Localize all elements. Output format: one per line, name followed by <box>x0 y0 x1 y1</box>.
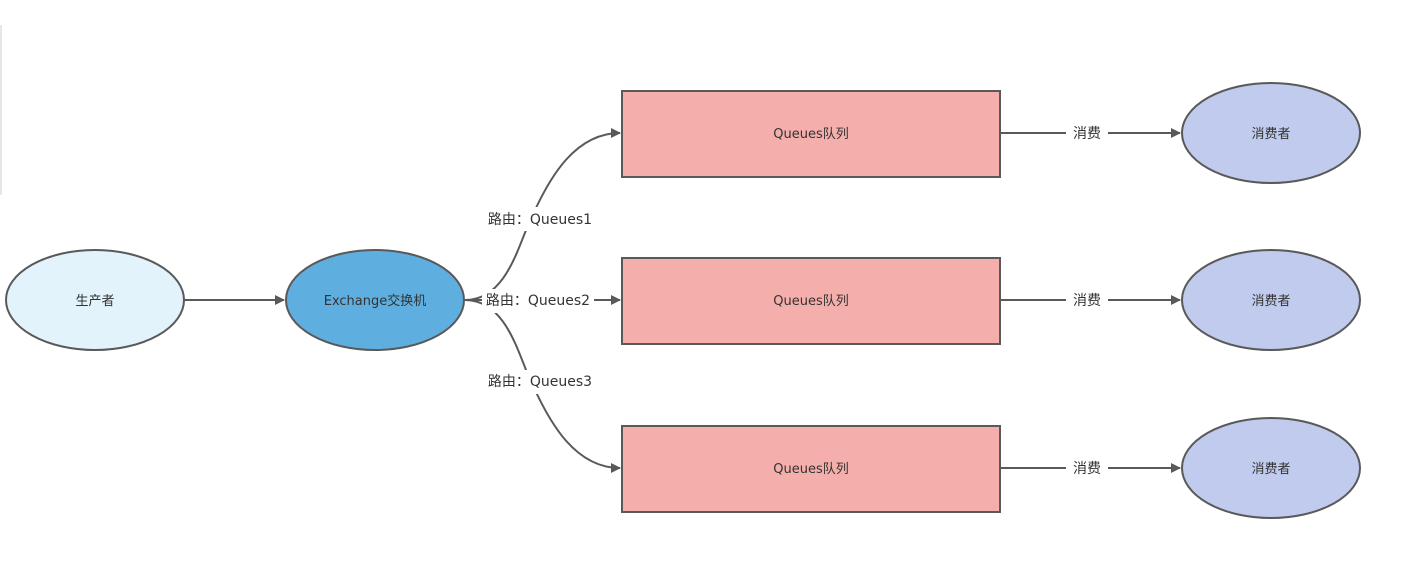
route-label-2: 路由：Queues2 <box>486 293 590 309</box>
consume-label-bg-3 <box>1066 457 1108 479</box>
route-label-bg-1 <box>484 207 596 231</box>
queue-shape-2 <box>621 257 1001 345</box>
consumer-node-1[interactable]: 消费者 <box>1181 82 1361 184</box>
route-label-3: 路由：Queues3 <box>488 374 592 390</box>
queue-shape-3 <box>621 425 1001 513</box>
queue-shape-1 <box>621 90 1001 178</box>
consume-label-1: 消费 <box>1073 126 1101 142</box>
consumer-label-3: 消费者 <box>1251 462 1290 477</box>
consume-label-bg-1 <box>1066 122 1108 144</box>
consume-label-3: 消费 <box>1073 461 1101 477</box>
producer-shape <box>5 249 185 351</box>
queue-node-3[interactable]: Queues队列 <box>621 425 1001 513</box>
consumer-shape-3 <box>1181 417 1361 519</box>
consumer-shape-1 <box>1181 82 1361 184</box>
consume-label-2: 消费 <box>1073 293 1101 309</box>
consumer-node-3[interactable]: 消费者 <box>1181 417 1361 519</box>
queue-node-1[interactable]: Queues队列 <box>621 90 1001 178</box>
exchange-node[interactable]: Exchange交换机 <box>285 249 465 351</box>
consumer-label-1: 消费者 <box>1251 127 1290 142</box>
queue-label-1: Queues队列 <box>773 127 848 142</box>
queue-node-2[interactable]: Queues队列 <box>621 257 1001 345</box>
consumer-node-2[interactable]: 消费者 <box>1181 249 1361 351</box>
consumer-shape-2 <box>1181 249 1361 351</box>
consumer-label-2: 消费者 <box>1251 294 1290 309</box>
queue-label-2: Queues队列 <box>773 294 848 309</box>
consume-label-bg-2 <box>1066 289 1108 311</box>
queue-label-3: Queues队列 <box>773 462 848 477</box>
exchange-shape <box>285 249 465 351</box>
route-label-1: 路由：Queues1 <box>488 212 592 228</box>
producer-node[interactable]: 生产者 <box>5 249 185 351</box>
route-label-bg-2 <box>482 289 594 313</box>
producer-label: 生产者 <box>75 294 114 309</box>
exchange-label: Exchange交换机 <box>324 293 427 309</box>
route-label-bg-3 <box>484 370 596 394</box>
